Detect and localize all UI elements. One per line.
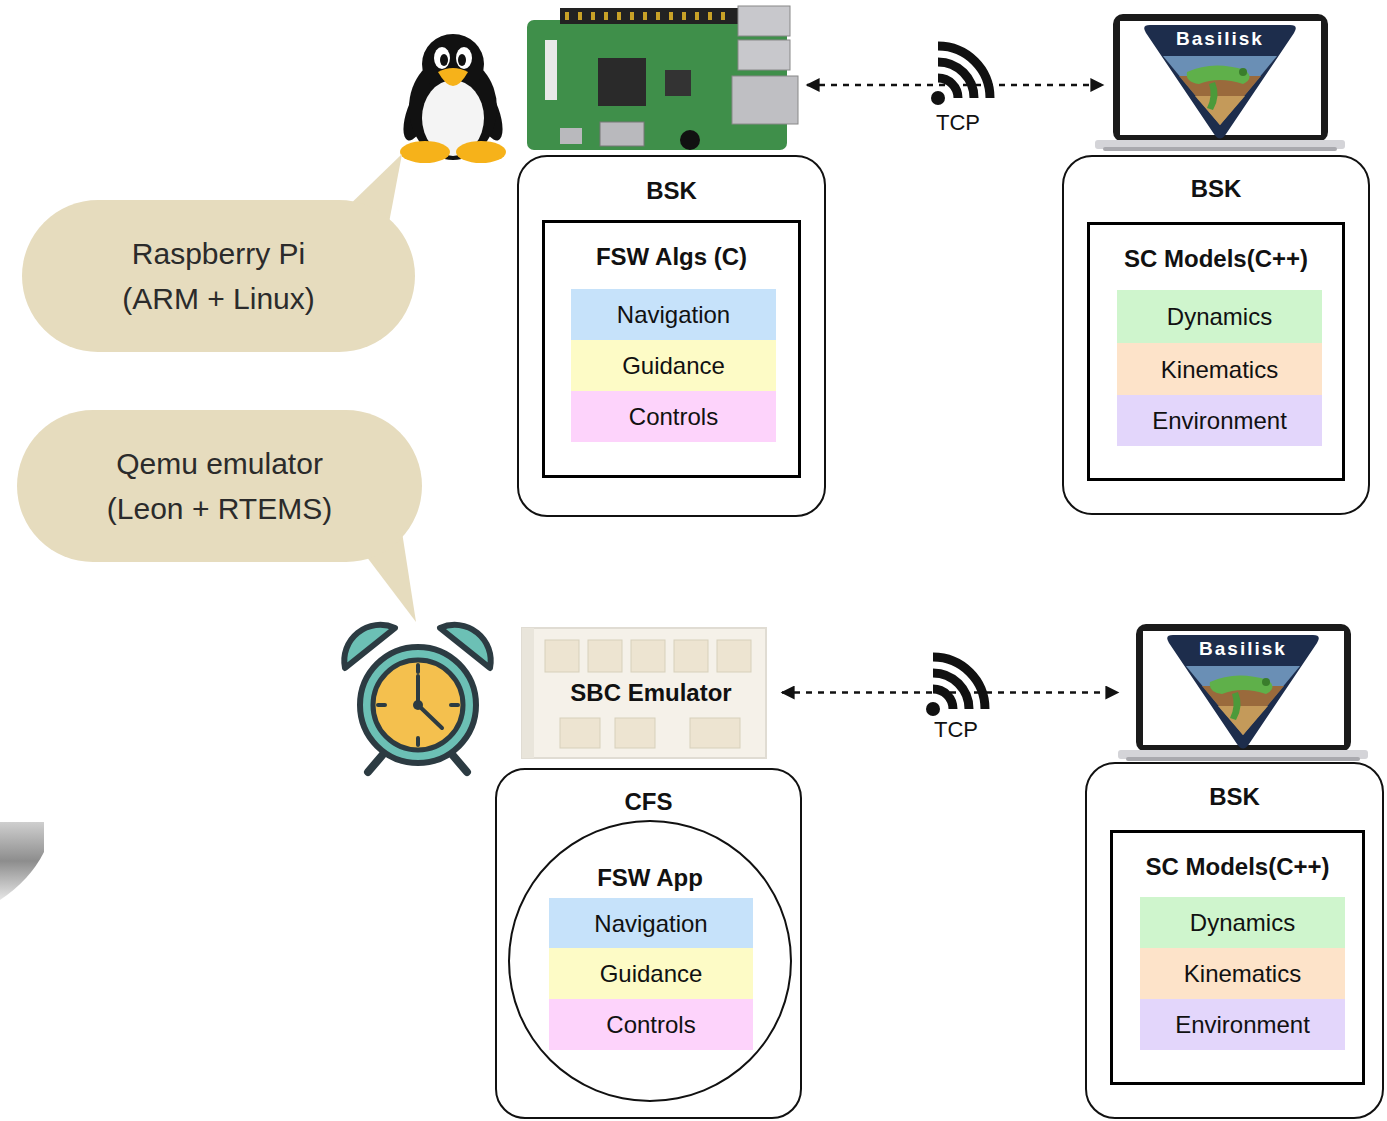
raspberry-pi-board [527,6,798,150]
node-heading: BSK [1191,174,1242,203]
node-label: Guidance [622,351,725,380]
node-heading: SC Models(C++) [1124,244,1308,273]
node-heading: FSW App [597,863,703,892]
band-box: Environment [1140,999,1345,1050]
node-heading: Basilisk [1176,27,1264,50]
linux-penguin [397,34,508,163]
outer-box: BSK FSW Algs (C) NavigationGuidanceControl… [517,155,826,517]
outer-box: BSK SC Models(C++) DynamicsKinematicsEnvir… [1062,155,1370,515]
node-label: Environment [1152,406,1287,435]
module-box: SC Models(C++) DynamicsKinematicsEnvironm… [1110,830,1365,1085]
band-box: Dynamics [1140,897,1345,948]
node-label: Kinematics [1184,959,1301,988]
wifi-symbol [926,657,985,716]
node-label: Controls [606,1010,695,1039]
outer-box: CFS FSW AppNavigationGuidanceControls [495,768,802,1119]
band-box: Controls [571,391,776,442]
node-label: Dynamics [1167,302,1272,331]
band-box: Navigation [549,898,753,948]
node-heading: BSK [1209,782,1260,811]
band-box: Guidance [571,340,776,391]
node-label: Navigation [617,300,730,329]
sbc-board [522,628,766,758]
node-label: Raspberry Pi (ARM + Linux) [101,231,337,321]
module-box: SC Models(C++) DynamicsKinematicsEnvironm… [1087,222,1345,481]
band-box: Navigation [571,289,776,340]
band-box: Kinematics [1140,948,1345,999]
node-label: Navigation [594,909,707,938]
app-circle: FSW AppNavigationGuidanceControls [508,820,792,1102]
node-heading: CFS [625,787,673,816]
node-heading: BSK [646,176,697,205]
laptop-node: Basilisk [1095,12,1345,154]
node-heading: Basilisk [1199,637,1287,660]
band-box: Dynamics [1117,290,1322,343]
speech-bubble: Qemu emulator (Leon + RTEMS) [17,410,422,562]
link-label: TCP [934,110,982,136]
laptop-node: Basilisk [1118,622,1368,764]
node-label: Controls [629,402,718,431]
alarm-clock [344,625,490,772]
node-heading: FSW Algs (C) [596,242,747,271]
band-box: Guidance [549,948,753,999]
wifi-symbol [931,46,990,105]
node-heading: SC Models(C++) [1145,852,1329,881]
node-label: Environment [1175,1010,1310,1039]
node-label: SBC Emulator [570,678,731,707]
outer-box: BSK SC Models(C++) DynamicsKinematicsEnvir… [1085,762,1384,1119]
board-node: SBC Emulator [520,625,782,760]
module-box: FSW Algs (C) NavigationGuidanceControls [542,220,801,478]
speech-bubble: Raspberry Pi (ARM + Linux) [22,200,415,352]
tcp-connector [782,691,1118,694]
node-label: Dynamics [1190,908,1295,937]
node-label: Kinematics [1161,355,1278,384]
link-label: TCP [932,717,980,743]
band-box: Environment [1117,395,1322,446]
band-box: Kinematics [1117,343,1322,395]
node-label: Guidance [600,959,703,988]
grey-object [0,822,44,900]
band-box: Controls [549,999,753,1050]
node-label: Qemu emulator (Leon + RTEMS) [94,441,346,531]
